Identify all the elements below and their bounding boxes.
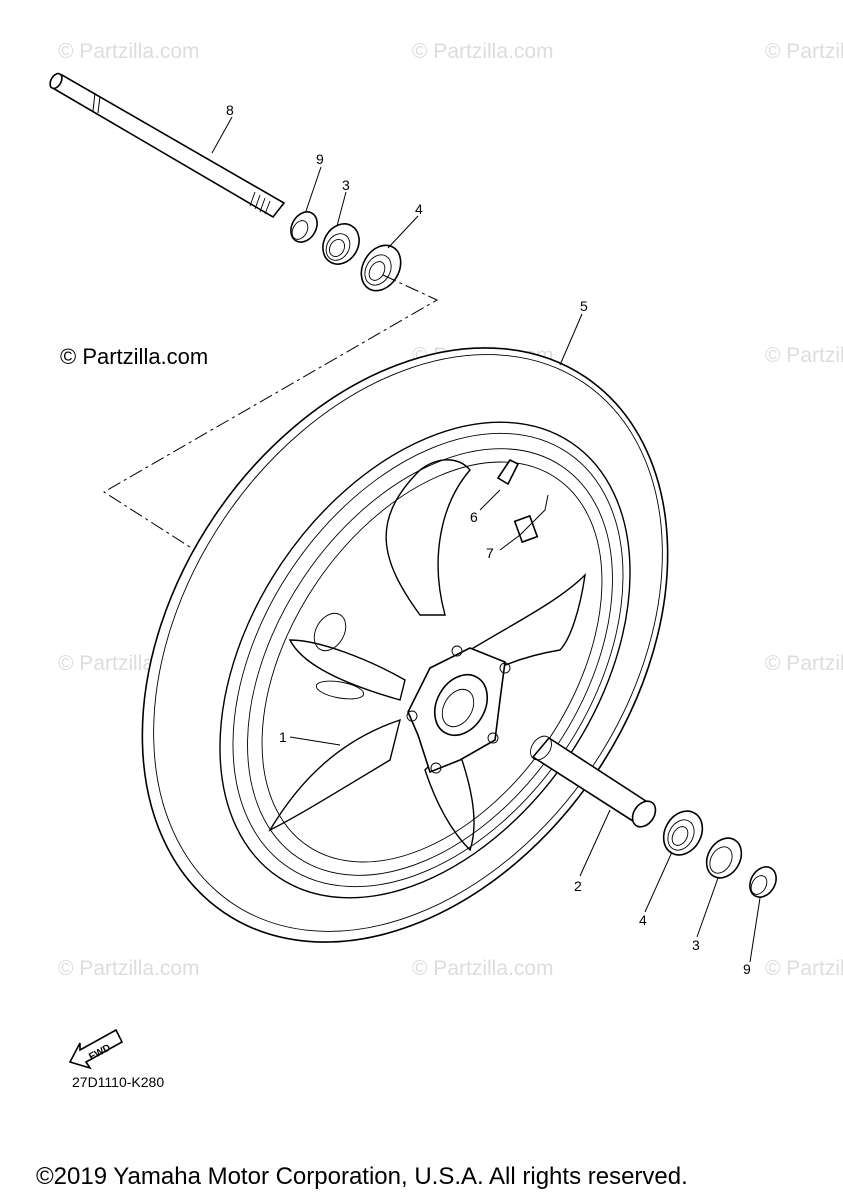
copyright-label: © Partzilla.com <box>60 344 209 369</box>
wheel-spacer <box>530 735 657 828</box>
leader-lines <box>211 116 761 963</box>
alignment-line <box>103 274 439 550</box>
upper-collar <box>290 211 318 243</box>
callout-3: 3 <box>342 177 350 193</box>
watermark-text: © Partzilla.com <box>765 40 843 63</box>
lower-oil-seal <box>705 837 743 879</box>
callout-9: 9 <box>316 151 324 167</box>
footer-copyright: ©2019 Yamaha Motor Corporation, U.S.A. A… <box>36 1163 688 1190</box>
callout-6: 6 <box>470 509 478 525</box>
callout-4: 4 <box>415 201 423 217</box>
watermark-text: © Partzilla.com <box>765 344 843 367</box>
front-wheel <box>141 347 669 943</box>
front-axle <box>49 72 286 219</box>
callout-2: 2 <box>574 878 582 894</box>
lower-collar <box>749 866 777 898</box>
watermark-text: © Partzilla.com <box>765 652 843 675</box>
watermark-text: © Partzilla.com <box>412 40 554 63</box>
callout-7: 7 <box>486 545 494 561</box>
callout-5: 5 <box>580 298 588 314</box>
watermark-text: © Partzilla.com <box>58 40 200 63</box>
watermark-text: © Partzilla.com <box>765 957 843 980</box>
watermark-text: © Partzilla.com <box>58 957 200 980</box>
fwd-arrow-icon: FWD <box>68 1028 124 1070</box>
diagram-code: 27D1110-K280 <box>72 1074 165 1090</box>
callout-8: 8 <box>226 102 234 118</box>
watermark-text: © Partzilla.com <box>412 957 554 980</box>
lower-bearing <box>662 810 704 856</box>
callout-9: 9 <box>743 961 751 977</box>
callout-3: 3 <box>692 937 700 953</box>
upper-oil-seal <box>322 223 360 265</box>
upper-bearing <box>360 244 402 292</box>
callouts: 8 9 3 4 5 6 7 1 2 4 3 9 <box>226 102 751 977</box>
callout-4: 4 <box>639 912 647 928</box>
callout-1: 1 <box>279 729 287 745</box>
